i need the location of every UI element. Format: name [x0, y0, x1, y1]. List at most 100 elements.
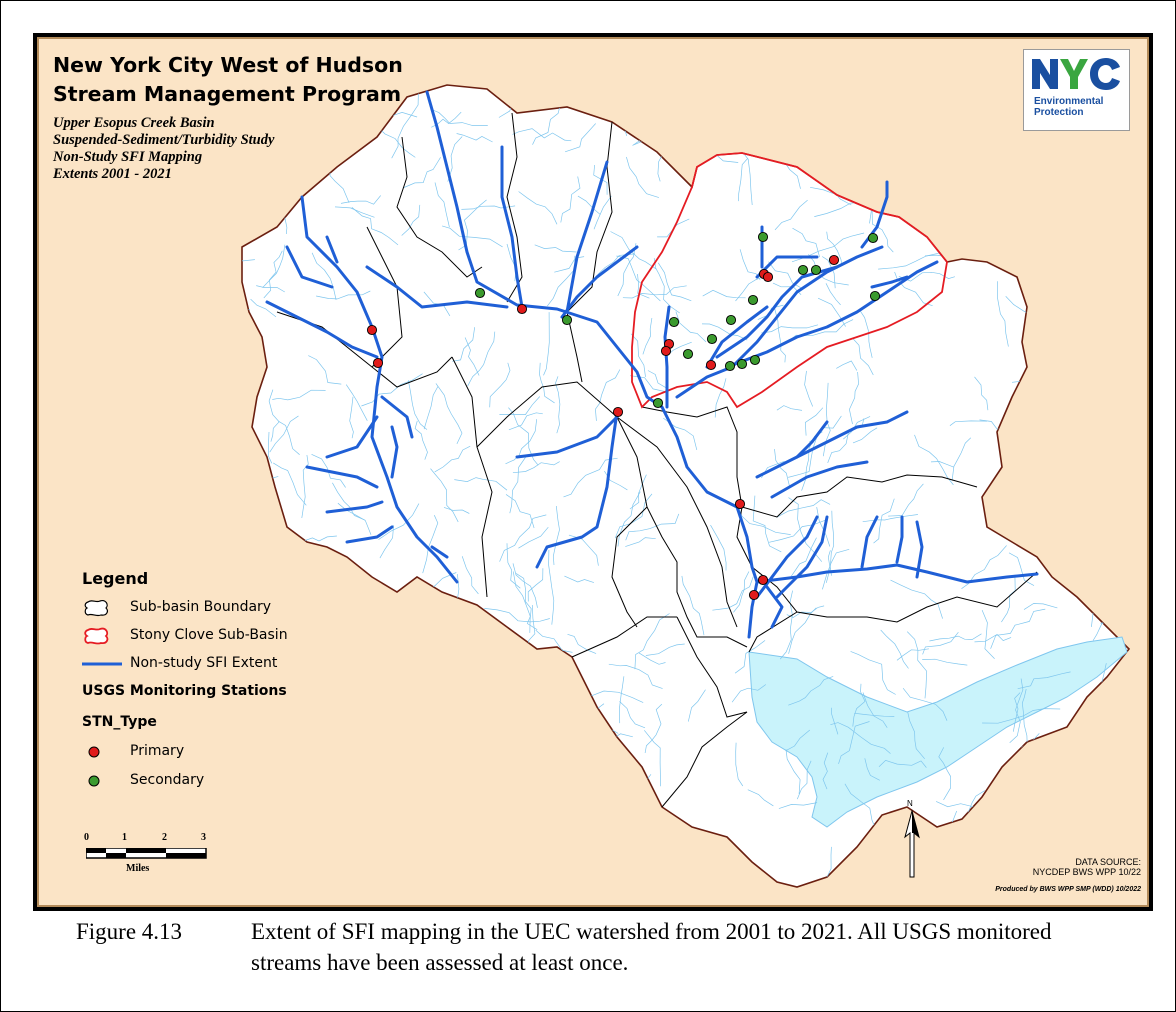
tributary	[1066, 779, 1118, 808]
tributary	[949, 420, 988, 426]
tributary	[734, 640, 766, 674]
tributary	[873, 498, 895, 544]
tributary	[357, 739, 416, 753]
tributary	[242, 469, 272, 507]
tributary	[308, 355, 342, 385]
tributary	[242, 572, 276, 584]
tributary	[819, 85, 846, 143]
map-subtitle-line-3: Non-Study SFI Mapping	[53, 149, 203, 165]
tributary	[934, 856, 950, 887]
tributary	[880, 629, 909, 669]
tributary	[242, 301, 250, 311]
tributary	[567, 821, 620, 840]
tributary	[632, 852, 676, 887]
scale-bar-graphic	[86, 848, 207, 859]
tributary	[888, 483, 924, 517]
secondary-station	[706, 333, 718, 345]
tributary	[1003, 428, 1013, 462]
tributary	[334, 581, 342, 615]
tributary	[981, 609, 995, 660]
tributary	[1025, 156, 1051, 163]
tributary	[822, 548, 850, 590]
sfi-extent-line-icon	[82, 662, 122, 666]
tributary	[1042, 262, 1097, 298]
tributary	[902, 687, 948, 721]
tributary	[860, 311, 873, 358]
tributary	[619, 676, 625, 724]
tributary	[778, 802, 818, 809]
tributary	[1010, 495, 1050, 512]
map-subtitle: Upper Esopus Creek Basin Suspended-Sedim…	[53, 115, 274, 183]
tributary	[401, 204, 421, 236]
tributary	[391, 91, 419, 159]
tributary	[543, 312, 550, 376]
tributary	[456, 133, 493, 143]
secondary-station	[797, 264, 809, 276]
tributary	[552, 505, 560, 566]
tributary	[301, 454, 309, 519]
ashokan-reservoir	[748, 636, 1128, 828]
tributary	[1033, 181, 1076, 193]
primary-station	[516, 303, 528, 315]
tributary	[929, 633, 982, 642]
tributary	[469, 718, 491, 766]
tributary	[337, 502, 372, 535]
tributary	[898, 271, 956, 282]
tributary	[735, 742, 744, 787]
primary-station	[748, 589, 760, 601]
secondary-station	[561, 314, 573, 326]
secondary-station	[757, 231, 769, 243]
legend-title: Legend	[82, 569, 149, 588]
logo-line-environmental: Environmental	[1034, 96, 1104, 107]
tributary	[829, 510, 835, 576]
tributary	[786, 605, 825, 618]
tributary	[477, 736, 515, 757]
tributary	[878, 760, 927, 768]
tributary	[871, 190, 908, 210]
tributary	[1122, 559, 1129, 587]
tributary	[263, 250, 283, 299]
tributary	[974, 376, 989, 411]
tributary	[555, 376, 561, 434]
tributary	[452, 327, 476, 362]
tributary	[1077, 455, 1129, 483]
tributary	[625, 537, 656, 547]
tributary	[776, 499, 831, 518]
data-source-line-2: NYCDEP BWS WPP 10/22	[1032, 867, 1141, 877]
scale-tick-3: 3	[201, 832, 206, 843]
tributary	[489, 362, 511, 408]
primary-station	[757, 574, 769, 586]
tributary	[379, 525, 394, 559]
map-frame: New York City West of Hudson Stream Mana…	[33, 33, 1153, 911]
tributary	[738, 158, 748, 202]
tributary	[554, 256, 585, 273]
tributary	[794, 132, 843, 171]
tributary	[247, 765, 280, 805]
stony-clove-boundary-icon	[84, 627, 109, 645]
tributary	[608, 663, 663, 689]
tributary	[462, 719, 524, 759]
tributary	[593, 164, 608, 195]
tributary	[761, 324, 818, 334]
tributary	[1026, 313, 1073, 353]
tributary	[484, 608, 550, 623]
tributary	[951, 437, 972, 481]
tributary	[930, 461, 955, 468]
primary-station	[366, 324, 378, 336]
tributary	[1021, 688, 1028, 743]
tributary	[627, 85, 639, 125]
legend-label-stony-clove: Stony Clove Sub-Basin	[130, 627, 288, 643]
tributary	[966, 790, 985, 816]
tributary	[864, 758, 880, 781]
tributary	[1070, 316, 1101, 320]
tributary	[315, 797, 332, 835]
tributary	[616, 255, 661, 302]
tributary	[710, 524, 727, 571]
tributary	[644, 703, 663, 754]
tributary	[804, 407, 824, 436]
tributary	[606, 85, 643, 108]
north-arrow: N	[899, 799, 925, 879]
tributary	[534, 244, 577, 253]
tributary	[558, 826, 574, 887]
tributary	[378, 503, 420, 540]
